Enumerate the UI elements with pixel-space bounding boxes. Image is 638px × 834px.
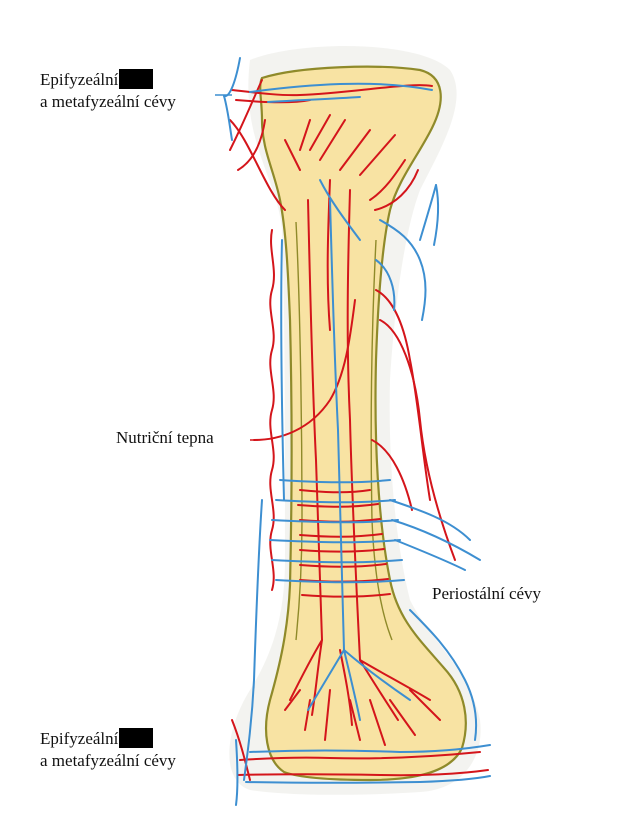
label-epiphyseal-top-line2: a metafyzeální cévy <box>40 92 176 111</box>
cortex-line-left <box>295 221 303 641</box>
redaction-box <box>119 728 154 748</box>
label-epiphyseal-top: Epifyzeální a metafyzeální cévy <box>40 69 176 113</box>
bone-shape <box>259 65 467 782</box>
label-epiphyseal-top-line1: Epifyzeální <box>40 70 119 89</box>
label-epiphyseal-bottom-line2: a metafyzeální cévy <box>40 751 176 770</box>
cortex-line-right <box>370 239 393 641</box>
label-epiphyseal-bottom: Epifyzeální a metafyzeální cévy <box>40 728 176 772</box>
arteries <box>229 79 489 781</box>
veins <box>223 57 491 806</box>
redaction-box <box>119 69 154 89</box>
label-periosteal-vessels: Periostální cévy <box>432 584 542 603</box>
label-nutrient-artery: Nutriční tepna <box>116 428 214 447</box>
label-epiphyseal-bottom-line1: Epifyzeální <box>40 729 119 748</box>
